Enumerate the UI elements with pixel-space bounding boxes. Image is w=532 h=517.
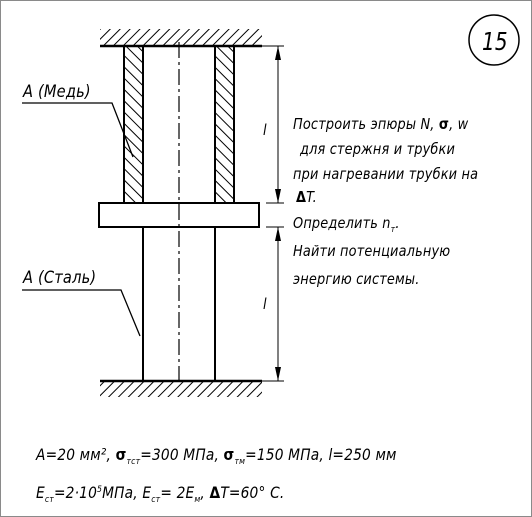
given-sub-b: тм: [234, 457, 246, 467]
given-e1-unit: МПа,: [102, 483, 143, 502]
bottom-support-hatch: [100, 382, 262, 397]
arrow-up-bottom: [275, 227, 281, 241]
given-sigma-a: σ: [115, 445, 127, 464]
task-line-4-post: T.: [306, 188, 317, 206]
dim-label-bottom: l: [263, 295, 267, 313]
steel-rod: [142, 226, 216, 382]
given-e1: E: [36, 483, 45, 502]
task-line-5-post: .: [395, 214, 400, 232]
given-row-2: Eст=2·105МПа, Eст= 2Eм, ΔT=60° C.: [36, 483, 285, 505]
given-sigma-b: σ: [223, 445, 235, 464]
given-val-b: =150 МПа, l=250 мм: [245, 445, 397, 464]
problem-number: 15: [482, 27, 508, 56]
given-val-a: =300 МПа,: [140, 445, 224, 464]
task-line-4: ΔT.: [296, 190, 317, 205]
given-sep: ,: [200, 483, 210, 502]
task-line-7: энергию системы.: [293, 270, 420, 288]
task-line-5: Определить nт.: [293, 214, 400, 235]
task-line-2: для стержня и трубки: [300, 140, 456, 158]
copper-tube-right-wall: [214, 45, 235, 204]
given-e2-sub: ст: [151, 495, 161, 505]
top-support: [100, 29, 262, 48]
copper-tube-left-wall: [123, 45, 144, 204]
given-area: A=20 мм²,: [36, 445, 116, 464]
given-e2: E: [142, 483, 152, 502]
given-e1-exp: 5: [97, 485, 103, 495]
given-e2-sub2: м: [194, 495, 201, 505]
top-support-hatch: [100, 29, 262, 46]
dimension-top: [238, 45, 284, 204]
arrow-down-bottom: [275, 367, 281, 381]
task-line-1-post: , w: [449, 115, 469, 133]
given-row-1: A=20 мм², σтст=300 МПа, σтм=150 МПа, l=2…: [36, 445, 397, 467]
label-copper: A (Медь): [23, 82, 91, 102]
leader-steel: [22, 289, 141, 337]
label-steel: A (Сталь): [23, 268, 97, 288]
given-e1-sub: ст: [44, 495, 54, 505]
task-line-6: Найти потенциальную: [293, 242, 451, 260]
task-sigma: σ: [438, 115, 450, 133]
leader-copper: [22, 102, 134, 158]
dimension-bottom: [262, 226, 284, 382]
given-sub-a: тст: [126, 457, 141, 467]
task-delta: Δ: [296, 188, 307, 206]
problem-number-circle: [468, 14, 520, 66]
given-e1-val: =2·10: [53, 483, 98, 502]
arrow-up-top: [275, 46, 281, 60]
task-line-5-sub: т: [390, 225, 396, 235]
given-delta: Δ: [209, 483, 221, 502]
given-e2-val: = 2E: [160, 483, 195, 502]
dim-label-top: l: [263, 121, 267, 139]
given-dt: T=60° C.: [220, 483, 285, 502]
task-line-1-pre: Построить эпюры N,: [293, 115, 439, 133]
task-line-3: при нагревании трубки на: [293, 165, 479, 183]
bottom-support: [100, 379, 262, 397]
task-line-1: Построить эпюры N, σ, w: [293, 117, 468, 132]
arrow-down-top: [275, 189, 281, 203]
task-line-5-pre: Определить n: [293, 214, 391, 232]
